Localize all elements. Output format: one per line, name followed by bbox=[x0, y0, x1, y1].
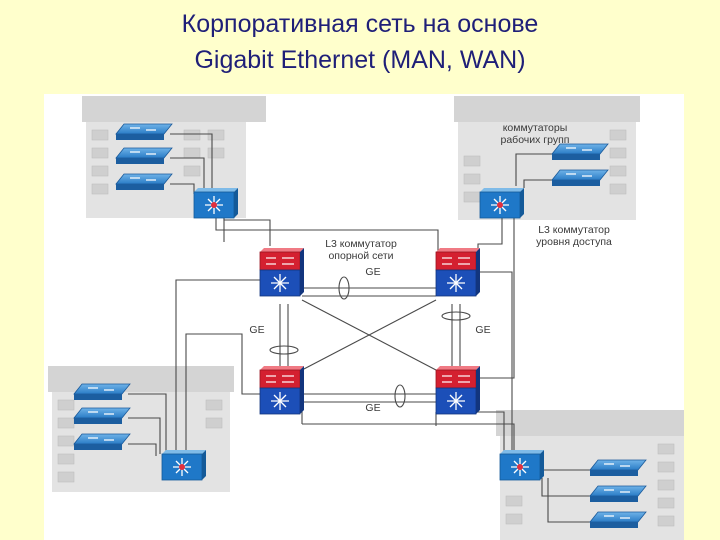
workgroup-switch-icon bbox=[589, 459, 647, 476]
network-diagram-svg bbox=[48, 96, 684, 540]
link-tl-wg2 bbox=[170, 157, 205, 190]
network-diagram: коммутаторы рабочих групп L3 коммутатор … bbox=[44, 94, 684, 540]
link-bl-wg3 bbox=[128, 443, 157, 456]
workgroup-switch-icon bbox=[115, 123, 173, 140]
uplink-tr-to-core-br bbox=[478, 216, 515, 379]
workgroup-switch-icon bbox=[73, 433, 131, 450]
link-tr-wg2 bbox=[523, 179, 556, 188]
uplink-br-to-core-tr bbox=[478, 271, 513, 452]
workgroup-switch-icon bbox=[73, 383, 131, 400]
label-ge-bottom: GE bbox=[365, 402, 381, 414]
uplink-tl-to-core-tr bbox=[215, 214, 439, 254]
workgroup-switch-icon bbox=[589, 485, 647, 502]
bundle-ellipse-left bbox=[269, 345, 299, 355]
link-br-wg2 bbox=[541, 478, 590, 497]
workgroup-switch-icon bbox=[115, 147, 173, 164]
access-switch-icons bbox=[161, 188, 544, 481]
access-switch-icon bbox=[161, 450, 206, 481]
workgroup-switch-icon bbox=[115, 173, 173, 190]
bundle-ellipse-top bbox=[338, 276, 350, 300]
workgroup-switch-icon bbox=[589, 511, 647, 528]
core-link-diagonal-2 bbox=[301, 299, 437, 371]
uplink-bl-to-core-bl bbox=[185, 333, 260, 454]
l3-core-switch-icon bbox=[435, 366, 480, 415]
label-access-switch: L3 коммутатор уровня доступа bbox=[536, 224, 612, 248]
link-tl-wg3 bbox=[170, 183, 195, 194]
slide-title: Корпоративная сеть на основе Gigabit Eth… bbox=[0, 6, 720, 78]
uplink-core-bl-to-br bbox=[302, 423, 515, 452]
l3-core-switch-icon bbox=[259, 366, 304, 415]
link-br-wg3 bbox=[547, 478, 590, 523]
label-ge-top: GE bbox=[365, 266, 381, 278]
workgroup-switch-icons bbox=[73, 123, 647, 528]
workgroup-switch-icon bbox=[551, 143, 609, 160]
building-top-left bbox=[82, 96, 266, 218]
link-bl-wg2 bbox=[128, 417, 161, 454]
workgroup-switch-icon bbox=[551, 169, 609, 186]
link-tl-wg1 bbox=[170, 133, 213, 190]
l3-core-switch-icon bbox=[259, 248, 304, 297]
access-switch-icon bbox=[193, 188, 238, 219]
workgroup-switch-icon bbox=[73, 407, 131, 424]
label-ge-right: GE bbox=[475, 324, 491, 336]
l3-core-switch-icon bbox=[435, 248, 480, 297]
title-line-1: Корпоративная сеть на основе bbox=[181, 10, 539, 38]
core-switch-icons bbox=[259, 248, 480, 415]
label-core-switch: L3 коммутатор опорной сети bbox=[325, 238, 397, 262]
bundle-ellipse-right bbox=[441, 311, 471, 321]
uplink-tr-to-core-tr bbox=[477, 216, 503, 256]
access-switch-icon bbox=[479, 188, 524, 219]
link-bl-wg1 bbox=[128, 393, 167, 454]
building-bottom-left bbox=[48, 366, 234, 492]
access-switch-icon bbox=[499, 450, 544, 481]
link-tr-wg1 bbox=[515, 153, 556, 186]
bundle-ellipse-bottom bbox=[394, 384, 406, 408]
uplink-bl-to-core-tl bbox=[175, 279, 260, 454]
title-line-2: Gigabit Ethernet (MAN, WAN) bbox=[194, 46, 526, 74]
label-workgroup-switches: коммутаторы рабочих групп bbox=[500, 122, 570, 146]
label-ge-left: GE bbox=[249, 324, 265, 336]
